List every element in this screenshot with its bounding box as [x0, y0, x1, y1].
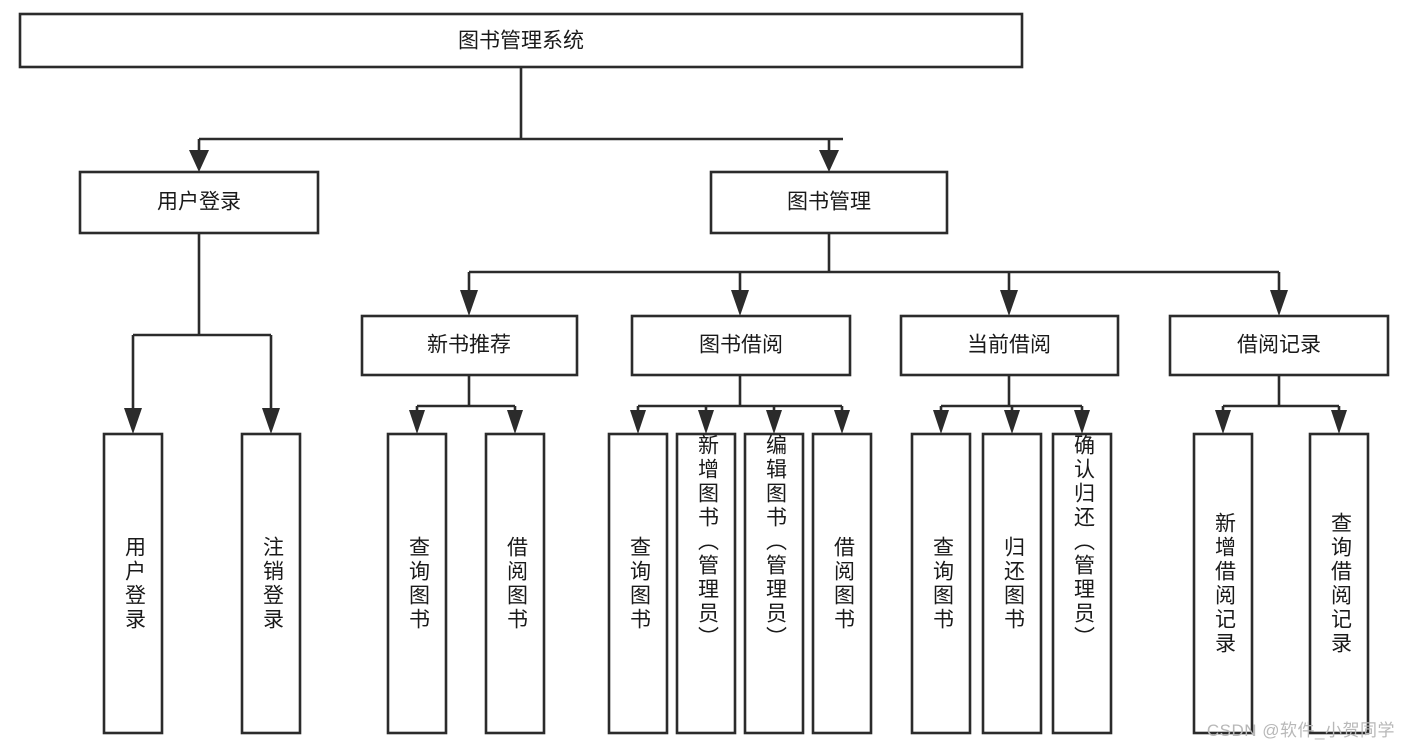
csdn-watermark: CSDN @软件_小贺同学: [1206, 721, 1395, 740]
arrow-bb-l4: [834, 410, 850, 434]
connector-layer: [124, 67, 1347, 434]
leaf-box-layer: [102, 432, 1370, 735]
arrow-bb-l3: [766, 410, 782, 434]
arrow-br-l1: [1215, 410, 1231, 434]
node-new-book-rec-label: 新书推荐: [427, 334, 511, 357]
node-book-borrow[interactable]: 图书借阅: [630, 314, 852, 377]
leaf-borrow-book-2-box[interactable]: [811, 432, 873, 735]
arrow-cb-l2: [1004, 410, 1020, 434]
node-new-book-rec[interactable]: 新书推荐: [360, 314, 579, 377]
leaf-query-record-box[interactable]: [1308, 432, 1370, 735]
leaf-query-book-1-box[interactable]: [386, 432, 448, 735]
node-root[interactable]: 图书管理系统: [18, 12, 1024, 69]
arrow-user-login-l2: [262, 408, 280, 434]
arrow-bm-to-current-borrow: [1000, 290, 1018, 316]
leaf-add-book-box[interactable]: [675, 432, 737, 735]
arrow-root-to-book-manage: [819, 150, 839, 172]
leaf-user-logout-box[interactable]: [240, 432, 302, 735]
node-book-borrow-label: 图书借阅: [699, 334, 783, 357]
leaf-edit-book-box[interactable]: [743, 432, 805, 735]
node-book-borrow-box[interactable]: [630, 314, 852, 377]
leaf-query-book-3-box[interactable]: [910, 432, 972, 735]
arrow-nbr-l1: [409, 410, 425, 434]
node-current-borrow[interactable]: 当前借阅: [899, 314, 1120, 377]
arrow-root-to-user-login: [189, 150, 209, 172]
arrow-bb-l2: [698, 410, 714, 434]
arrow-user-login-l1: [124, 408, 142, 434]
leaf-query-book-2-box[interactable]: [607, 432, 669, 735]
leaf-add-record-box[interactable]: [1192, 432, 1254, 735]
node-user-login[interactable]: 用户登录: [78, 170, 320, 235]
node-book-manage[interactable]: 图书管理: [709, 170, 949, 235]
leaf-confirm-return-box[interactable]: [1051, 432, 1113, 735]
node-borrow-record-label: 借阅记录: [1237, 334, 1321, 357]
arrow-bm-to-book-borrow: [731, 290, 749, 316]
arrow-cb-l3: [1074, 410, 1090, 434]
node-root-box[interactable]: [18, 12, 1024, 69]
node-user-login-label: 用户登录: [157, 191, 241, 214]
leaf-user-login-box[interactable]: [102, 432, 164, 735]
arrow-bm-to-new-book-rec: [460, 290, 478, 316]
arrow-br-l2: [1331, 410, 1347, 434]
node-borrow-record-box[interactable]: [1168, 314, 1390, 377]
arrow-bb-l1: [630, 410, 646, 434]
node-current-borrow-label: 当前借阅: [967, 334, 1051, 357]
node-root-label: 图书管理系统: [458, 30, 584, 53]
arrow-cb-l1: [933, 410, 949, 434]
arrow-nbr-l2: [507, 410, 523, 434]
node-current-borrow-box[interactable]: [899, 314, 1120, 377]
node-book-manage-label: 图书管理: [787, 191, 871, 214]
node-new-book-rec-box[interactable]: [360, 314, 579, 377]
node-book-manage-box[interactable]: [709, 170, 949, 235]
node-user-login-box[interactable]: [78, 170, 320, 235]
node-borrow-record[interactable]: 借阅记录: [1168, 314, 1390, 377]
leaf-return-book-box[interactable]: [981, 432, 1043, 735]
leaf-borrow-book-1-box[interactable]: [484, 432, 546, 735]
arrow-bm-to-borrow-record: [1270, 290, 1288, 316]
